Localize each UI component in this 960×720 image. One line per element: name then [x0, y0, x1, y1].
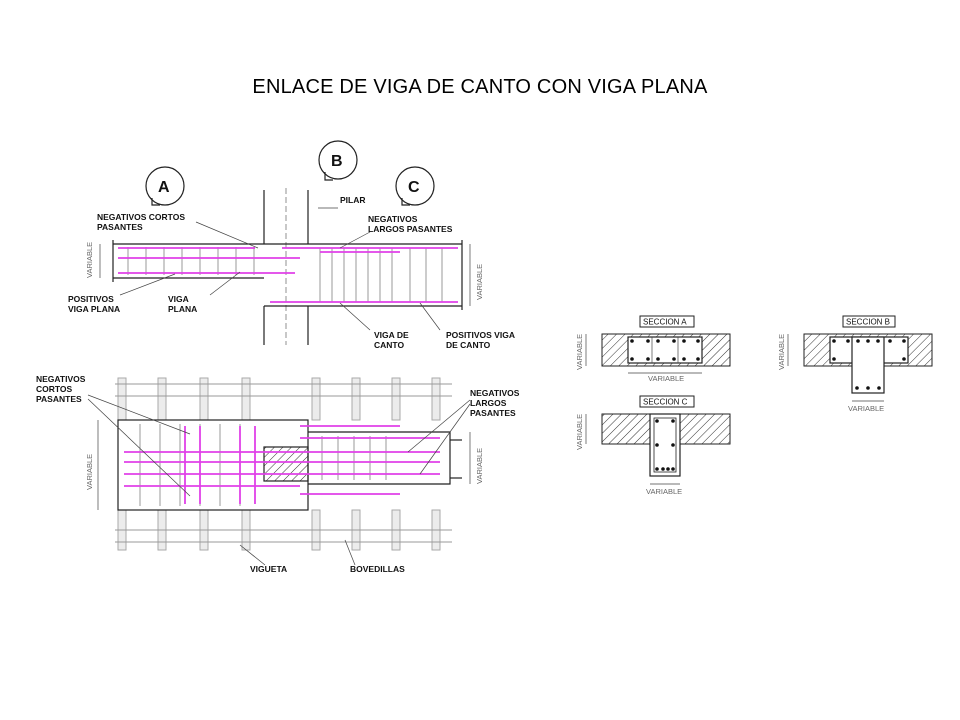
- elevation-view: A B C: [68, 140, 515, 350]
- section-a-title: SECCION A: [643, 318, 687, 327]
- svg-text:B: B: [331, 153, 343, 170]
- section-a-dim-vert: VARIABLE: [575, 334, 584, 370]
- section-b: SECCION B VARIABLE VARIABLE: [777, 315, 933, 413]
- label-negativos-cortos-2: PASANTES: [97, 222, 143, 232]
- label-positivos-plana-1: POSITIVOS: [68, 294, 114, 304]
- section-marker-a: A: [145, 166, 185, 206]
- label-plan-neg-cortos-3: PASANTES: [36, 394, 82, 404]
- section-c-dim-horiz: VARIABLE: [646, 487, 682, 496]
- dim-variable-elev-left: VARIABLE: [85, 242, 94, 278]
- section-b-dim-horiz: VARIABLE: [848, 404, 884, 413]
- label-positivos-canto-2: DE CANTO: [446, 340, 491, 350]
- label-plan-neg-cortos-1: NEGATIVOS: [36, 374, 86, 384]
- label-plan-neg-largos-3: PASANTES: [470, 408, 516, 418]
- label-viga-canto-2: CANTO: [374, 340, 404, 350]
- section-a: SECCION A VARIABLE VARIABLE: [575, 315, 731, 383]
- label-pilar: PILAR: [340, 195, 366, 205]
- dim-variable-plan-left: VARIABLE: [85, 454, 94, 490]
- label-viga-plana-2: PLANA: [168, 304, 197, 314]
- rebars-elevation: [118, 247, 458, 303]
- section-b-dim-vert: VARIABLE: [777, 334, 786, 370]
- label-plan-neg-largos-1: NEGATIVOS: [470, 388, 520, 398]
- svg-text:C: C: [408, 179, 420, 196]
- section-c: SECCION C VARIABLE VARIABLE: [575, 395, 731, 496]
- page-title: ENLACE DE VIGA DE CANTO CON VIGA PLANA: [252, 76, 708, 98]
- label-plan-neg-largos-2: LARGOS: [470, 398, 507, 408]
- dim-variable-elev-right: VARIABLE: [475, 264, 484, 300]
- rebars-plan: [124, 425, 440, 504]
- label-vigueta: VIGUETA: [250, 564, 287, 574]
- label-negativos-largos-2: LARGOS PASANTES: [368, 224, 453, 234]
- section-c-dim-vert: VARIABLE: [575, 414, 584, 450]
- section-c-title: SECCION C: [643, 398, 688, 407]
- label-positivos-canto-1: POSITIVOS VIGA: [446, 330, 515, 340]
- label-positivos-plana-2: VIGA PLANA: [68, 304, 120, 314]
- deep-beam: [264, 240, 463, 310]
- plan-view: VARIABLE VARIABLE NEGATIVOS CORTOS PASAN…: [36, 374, 520, 574]
- pillar: [263, 188, 309, 345]
- section-a-dim-horiz: VARIABLE: [648, 374, 684, 383]
- label-plan-neg-cortos-2: CORTOS: [36, 384, 73, 394]
- label-bovedillas: BOVEDILLAS: [350, 564, 405, 574]
- section-marker-c: C: [395, 166, 435, 206]
- svg-text:A: A: [158, 179, 170, 196]
- label-negativos-largos-1: NEGATIVOS: [368, 214, 418, 224]
- section-marker-b: B: [318, 140, 358, 181]
- flat-beam: [112, 240, 462, 282]
- section-b-title: SECCION B: [846, 318, 890, 327]
- label-viga-canto-1: VIGA DE: [374, 330, 409, 340]
- label-viga-plana-1: VIGA: [168, 294, 189, 304]
- label-negativos-cortos-1: NEGATIVOS CORTOS: [97, 212, 185, 222]
- dim-variable-plan-right: VARIABLE: [475, 448, 484, 484]
